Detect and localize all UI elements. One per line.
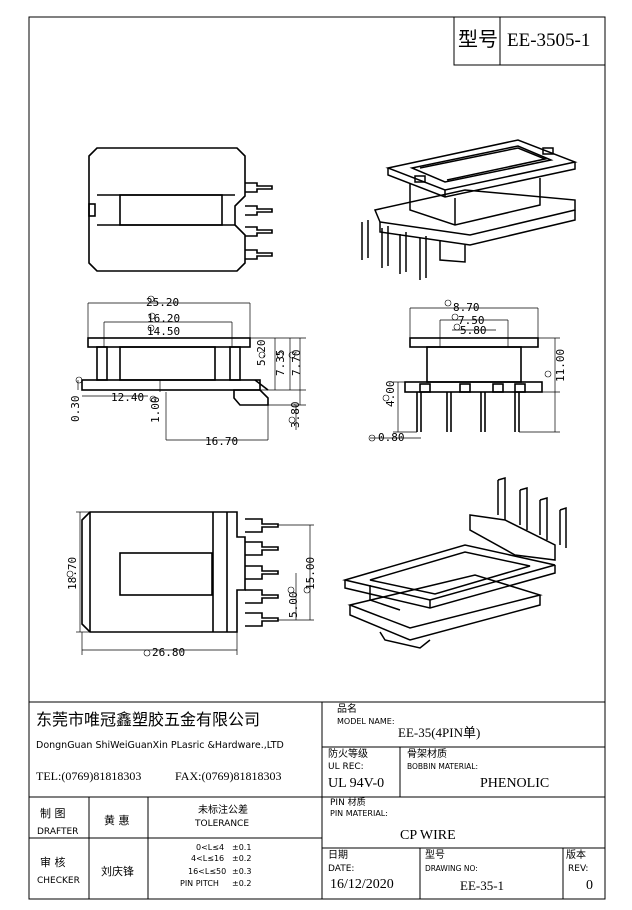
- pin-material-cn: PIN 材质: [330, 798, 366, 808]
- drawing-no-value: EE-35-1: [460, 878, 505, 893]
- title-block-grid: [29, 701, 605, 899]
- drawing-no-en: DRAWING NO:: [425, 864, 478, 873]
- bobbin-cn: 骨架材质: [407, 749, 447, 760]
- tol-row-value: ±0.1: [232, 843, 252, 852]
- company-fax: FAX:(0769)81818303: [175, 769, 282, 783]
- dim-5-80: 5.80: [460, 324, 487, 337]
- dim-7-70: 7.70: [290, 349, 303, 377]
- dim-7-35: 7.35: [274, 349, 287, 377]
- tol-row-range: 16<L≤50: [188, 867, 227, 876]
- dim-0-30: 0.30: [69, 395, 82, 423]
- dim-5-20: 5.20: [255, 339, 268, 367]
- side-view: [404, 337, 543, 432]
- header-model-value: EE-3505-1: [507, 30, 591, 51]
- company-tel: TEL:(0769)81818303: [36, 769, 142, 783]
- company-name-en: DongnGuan ShiWeiGuanXin PLasric &Hardwar…: [36, 740, 284, 751]
- dim-26-80: 26.80: [152, 646, 186, 659]
- pin-material-value: CP WIRE: [400, 828, 456, 843]
- tol-row-value: ±0.2: [232, 854, 252, 863]
- dim-14-50: 14.50: [147, 325, 181, 338]
- ul-cn: 防火等级: [328, 749, 368, 760]
- drafter-en: DRAFTER: [37, 827, 79, 837]
- bottom-view: [81, 511, 279, 633]
- tol-row-range: 4<L≤16: [191, 854, 225, 863]
- top-view: [88, 147, 273, 272]
- front-view-dims: [77, 302, 306, 441]
- model-name-en: MODEL NAME:: [337, 717, 395, 726]
- front-view: [81, 337, 269, 406]
- dim-16-20: 16.20: [147, 312, 181, 325]
- dim-0-80: 0.80: [378, 431, 405, 444]
- rev-cn: 版本: [566, 850, 586, 861]
- date-value: 16/12/2020: [330, 877, 394, 892]
- model-name-value: EE-35(4PIN单): [398, 725, 481, 740]
- dim-1-00: 1.00: [149, 396, 162, 424]
- drafter-name: 黄 惠: [104, 814, 130, 827]
- sheet-border: [28, 16, 606, 900]
- checker-name: 刘庆锋: [101, 865, 134, 878]
- side-view-dims: [370, 307, 560, 439]
- checker-en: CHECKER: [37, 876, 80, 886]
- bobbin-value: PHENOLIC: [480, 776, 550, 791]
- model-name-cn: 品名: [337, 704, 357, 715]
- tol-row-range: PIN PITCH: [180, 879, 219, 888]
- drawing-no-cn: 型号: [425, 850, 445, 861]
- dim-11-00: 11.00: [554, 348, 567, 382]
- dim-7-50: 7.50: [458, 314, 485, 327]
- header-box: [453, 16, 606, 66]
- bobbin-en: BOBBIN MATERIAL:: [407, 762, 479, 771]
- dim-5-00: 5.00: [287, 591, 300, 619]
- ul-en: UL REC:: [328, 762, 364, 772]
- dim-4-00: 4.00: [384, 380, 397, 408]
- tol-row-value: ±0.3: [232, 867, 252, 876]
- dim-25-20: 25.20: [146, 296, 180, 309]
- date-cn: 日期: [328, 850, 348, 861]
- tol-row-range: 0<L≤4: [196, 843, 225, 852]
- rev-value: 0: [586, 878, 593, 893]
- ul-value: UL 94V-0: [328, 776, 385, 791]
- iso-view-bottom: [342, 477, 567, 649]
- company-name-cn: 东莞市唯冠鑫塑胶五金有限公司: [36, 710, 261, 729]
- dim-8-70: 8.70: [453, 301, 480, 314]
- dim-18-70: 18.70: [66, 556, 79, 590]
- tol-row-value: ±0.2: [232, 879, 252, 888]
- tolerance-cn: 未标注公差: [198, 805, 248, 816]
- tolerance-en: TOLERANCE: [195, 819, 250, 829]
- rev-en: REV:: [568, 864, 589, 874]
- header-model-label: 型号: [458, 27, 498, 51]
- dim-12-40: 12.40: [111, 391, 145, 404]
- checker-cn: 审 核: [40, 856, 66, 869]
- pin-material-en: PIN MATERIAL:: [330, 809, 388, 818]
- dim-markers: [66, 295, 552, 657]
- drafter-cn: 制 图: [40, 807, 66, 820]
- iso-view-top: [361, 139, 578, 280]
- dim-16-70: 16.70: [205, 435, 239, 448]
- date-en: DATE:: [328, 864, 355, 874]
- bottom-view-dims: [76, 511, 314, 655]
- dim-15-00: 15.00: [304, 556, 317, 590]
- dim-3-80: 3.80: [289, 401, 302, 429]
